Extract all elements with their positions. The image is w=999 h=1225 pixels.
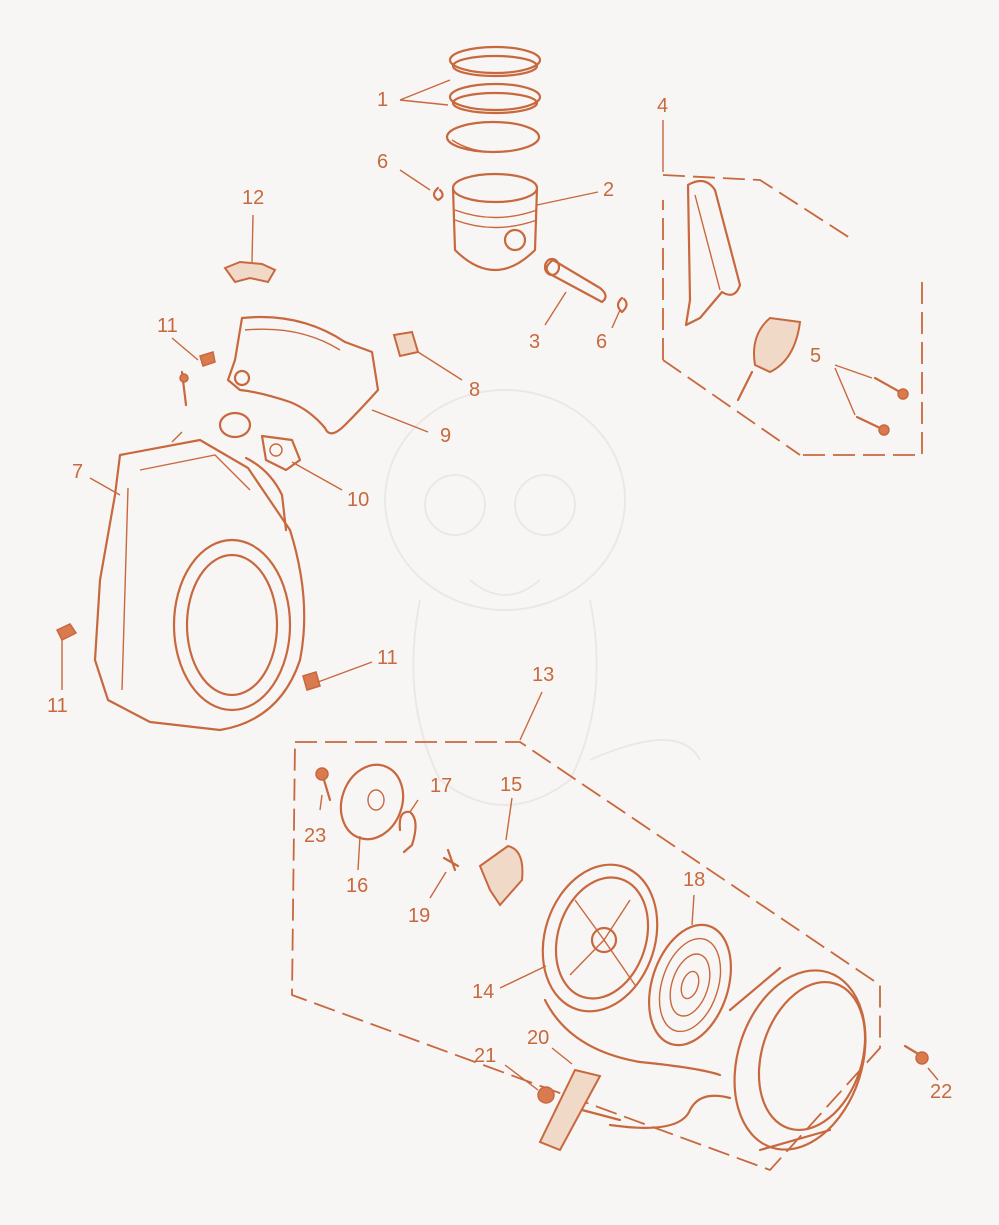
part-22-bolt: [903, 1044, 939, 1081]
starter-handle: [538, 1068, 622, 1152]
callout-22: 22: [930, 1081, 953, 1103]
part-2-piston: [451, 172, 599, 271]
callout-2: 2: [603, 179, 615, 201]
callout-19: 19: [408, 905, 431, 927]
part-9-shroud-plate: [226, 315, 429, 435]
part-13-recoil-starter-group: [291, 691, 881, 1172]
callout-21: 21: [474, 1045, 497, 1067]
callout-5: 5: [810, 345, 822, 367]
part-1-piston-rings: [399, 45, 542, 154]
callout-10: 10: [347, 489, 370, 511]
callout-13: 13: [532, 664, 555, 686]
part-17-spring-clip: [398, 799, 419, 854]
part-5-rod-bolts: [834, 364, 909, 436]
callout-6-bottom: 6: [596, 331, 608, 353]
part-6-circlip-bottom: [611, 296, 628, 329]
callout-23: 23: [304, 825, 327, 847]
callout-16: 16: [346, 875, 369, 897]
callout-11-left: 11: [47, 695, 68, 717]
part-23-bolt: [315, 767, 332, 811]
starter-case: [728, 966, 867, 1152]
part-8-clip: [392, 330, 463, 381]
part-11-bolt-right: [302, 661, 373, 691]
part-10-lever: [218, 411, 343, 532]
callout-11-top: 11: [157, 315, 178, 337]
part-21-knot: [504, 1064, 555, 1104]
part-6-circlip-top: [399, 169, 444, 202]
callout-1: 1: [377, 89, 389, 111]
callout-3: 3: [529, 331, 541, 353]
part-11-bolt-top: [171, 337, 216, 407]
part-3-piston-pin: [543, 257, 607, 326]
callout-14: 14: [472, 981, 495, 1003]
part-12-bracket: [223, 214, 277, 284]
callout-17: 17: [430, 775, 453, 797]
callout-20: 20: [527, 1027, 550, 1049]
callout-7: 7: [72, 461, 84, 483]
part-14-pulley: [499, 863, 659, 1013]
callout-9: 9: [440, 425, 452, 447]
part-16-plate: [339, 763, 405, 871]
part-11-bolt-left: [55, 623, 78, 690]
callout-6-top: 6: [377, 151, 389, 173]
part-7-blower-housing: [89, 431, 306, 732]
part-15-ratchet: [478, 797, 524, 907]
callout-15: 15: [500, 774, 523, 796]
part-18-recoil-spring: [647, 894, 733, 1047]
callout-12: 12: [242, 187, 265, 209]
dragon-watermark: [384, 389, 701, 806]
callout-18: 18: [683, 869, 706, 891]
callout-8: 8: [469, 379, 481, 401]
callout-4: 4: [657, 95, 669, 117]
part-4-connecting-rod-group: [662, 120, 923, 456]
part-19-spring: [429, 848, 460, 899]
part-20-rope: [543, 998, 732, 1129]
callout-11-right: 11: [377, 647, 398, 669]
